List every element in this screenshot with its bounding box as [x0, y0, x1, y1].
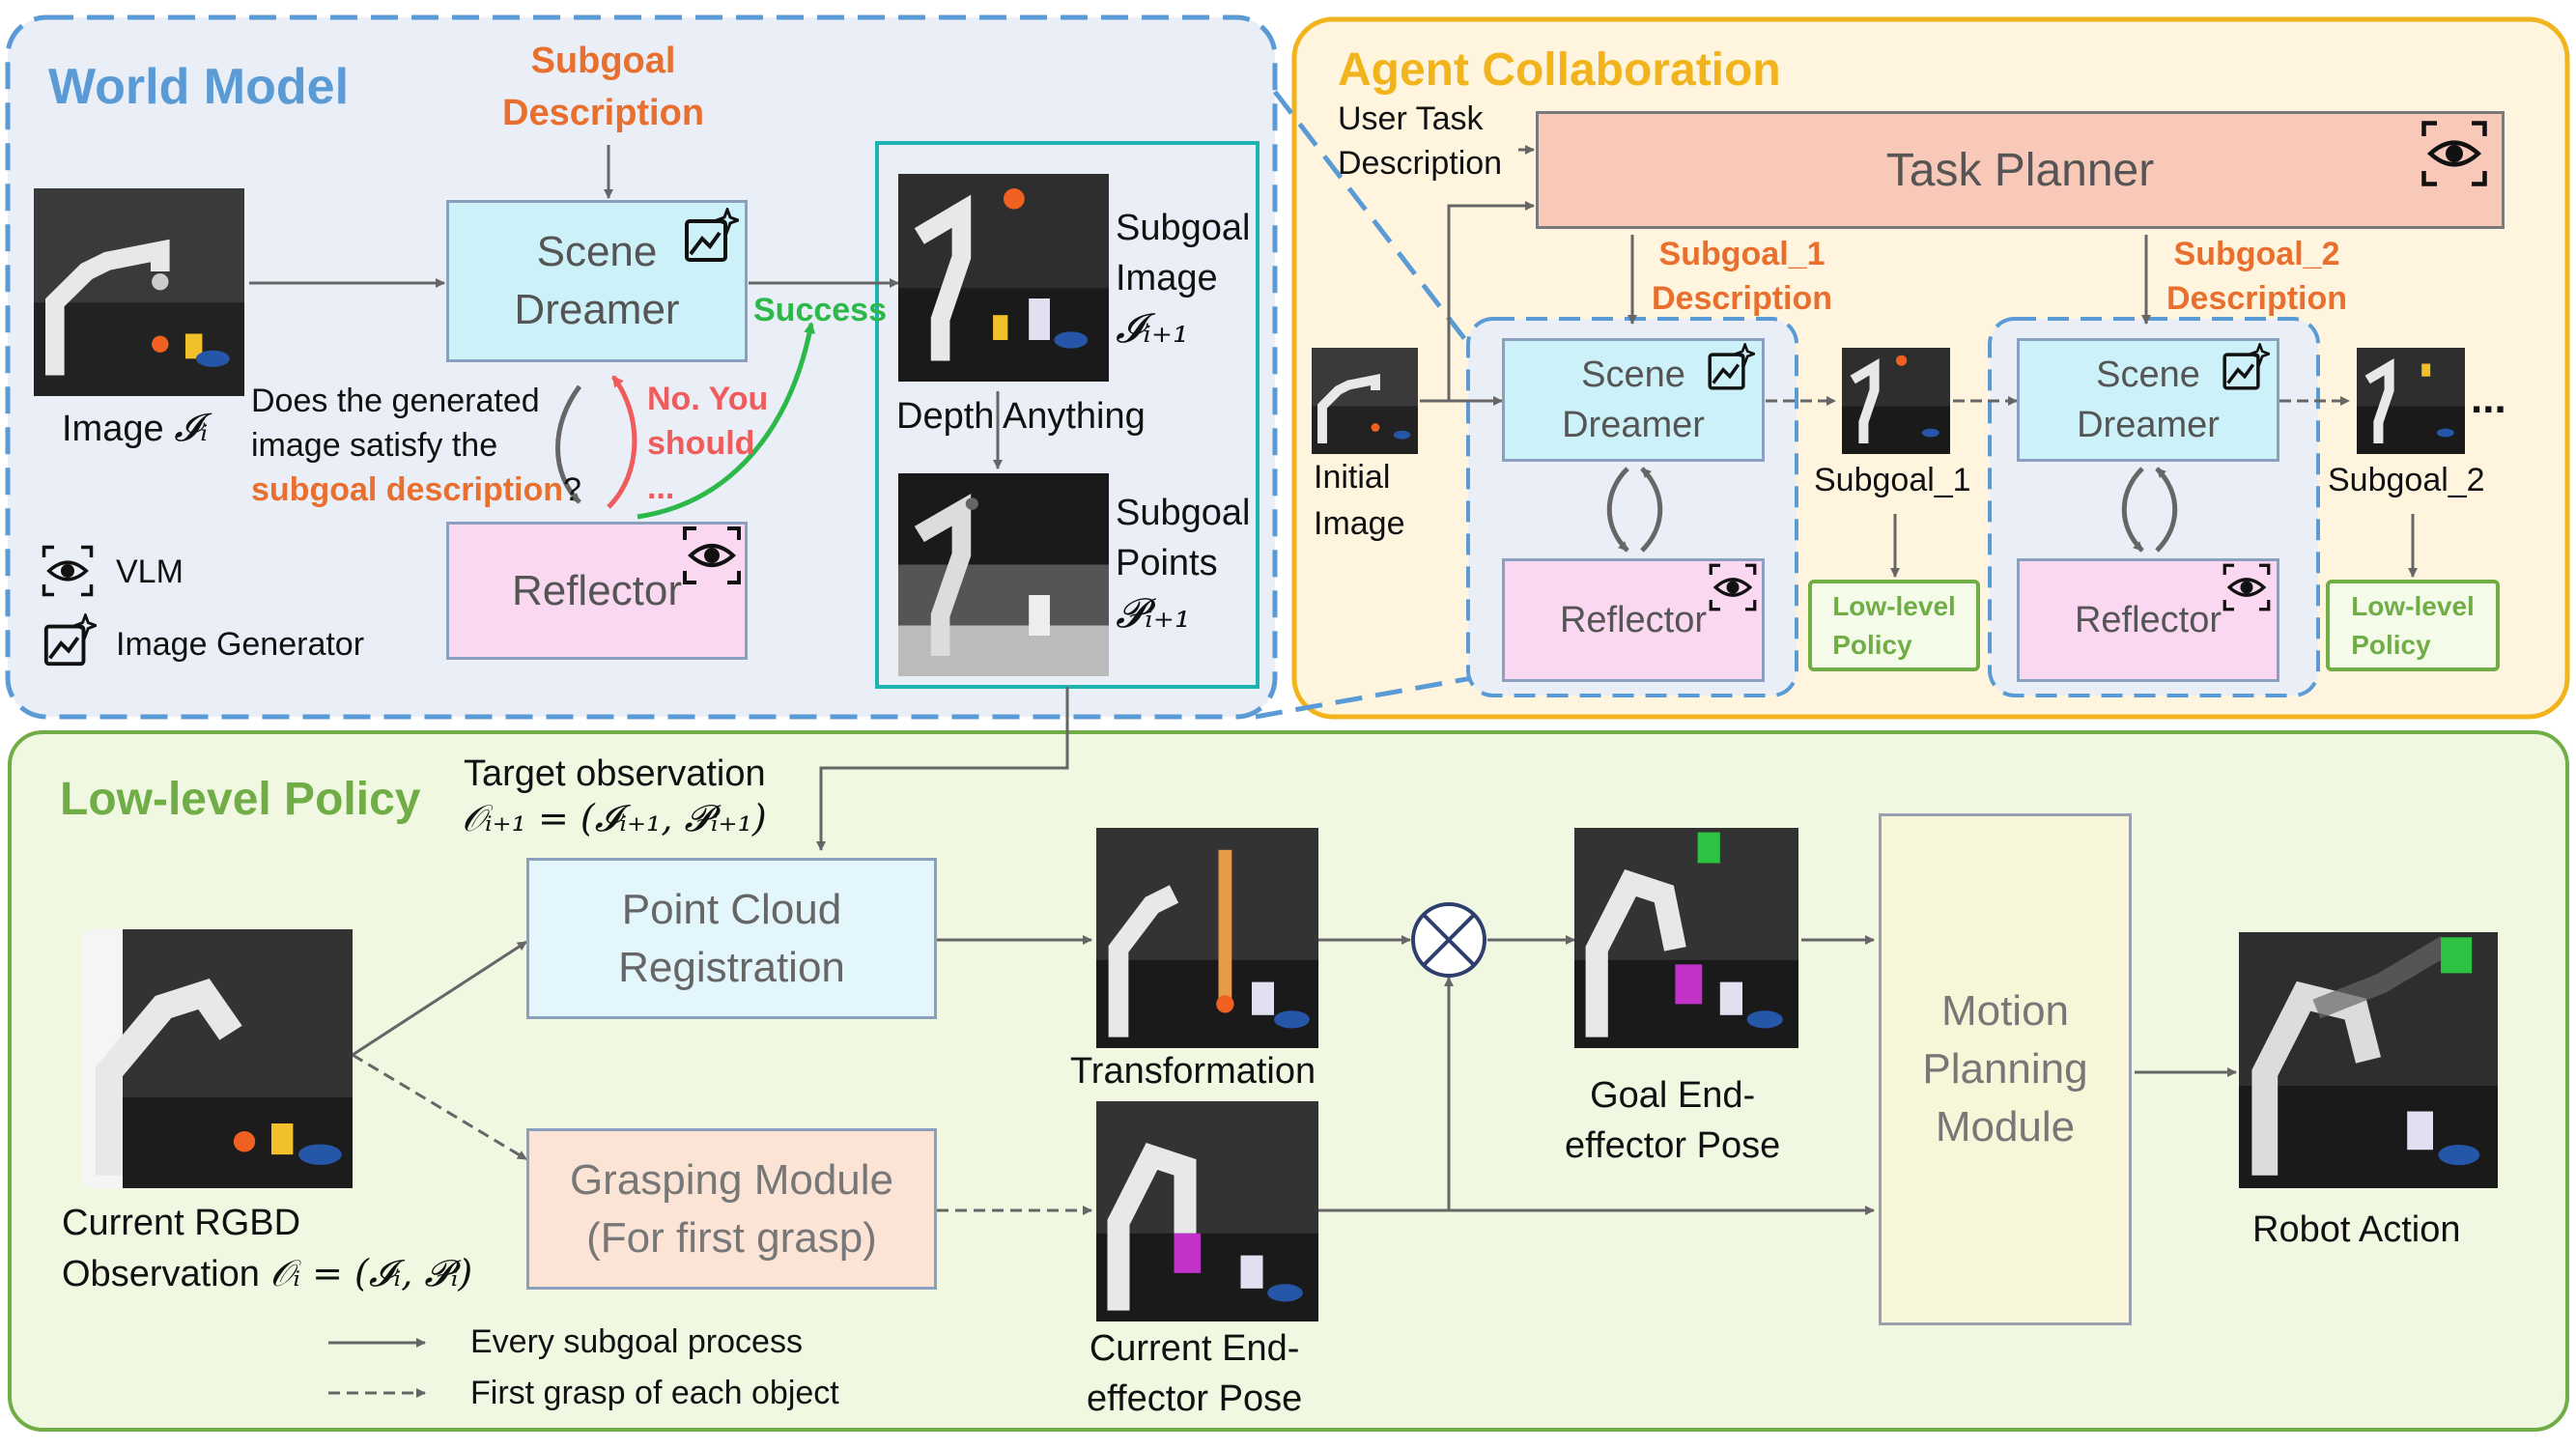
small-reflector-1: Reflector — [1502, 558, 1765, 682]
current-end-effector-photo — [1096, 1101, 1318, 1321]
subgoal-1-label: Subgoal_1 — [1814, 462, 1971, 498]
small-reflector-2: Reflector — [2017, 558, 2279, 682]
image-i-text: Image — [62, 409, 164, 449]
small-reflector-2-label: Reflector — [2074, 599, 2222, 640]
multiply-operator-icon — [1411, 902, 1486, 978]
image-i-label: Image 𝓘ᵢ — [62, 406, 208, 450]
motion-planning-box: Motion Planning Module — [1879, 813, 2132, 1325]
depth-anything-label: Depth Anything — [896, 396, 1146, 437]
reflector-label: Reflector — [511, 566, 683, 614]
low-level-policy-box-2: Low-level Policy — [2326, 580, 2500, 671]
point-cloud-label: Point Cloud Registration — [618, 885, 845, 991]
grasping-module-box: Grasping Module (For first grasp) — [526, 1128, 937, 1290]
low-level-policy-box-1: Low-level Policy — [1808, 580, 1980, 671]
subgoal-1-photo — [1842, 348, 1950, 454]
subgoal-points-symbol: 𝓟ᵢ₊₁ — [1116, 589, 1191, 637]
question-part1: Does the generated image satisfy the — [251, 383, 540, 464]
subgoal-2-label: Subgoal_2 — [2328, 462, 2485, 498]
legend-vlm-label: VLM — [116, 554, 184, 590]
current-rgbd-label: Current RGBD Observation 𝒪ᵢ = (𝓘ᵢ, 𝓟ᵢ) — [62, 1198, 472, 1299]
subgoal-image-text: Subgoal Image — [1116, 208, 1251, 298]
agent-collaboration-title: Agent Collaboration — [1338, 44, 1781, 96]
legend-image-generator-label: Image Generator — [116, 626, 365, 663]
reflector-box: Reflector — [446, 522, 748, 660]
target-observation-formula: 𝒪ᵢ₊₁ = (𝓘ᵢ₊₁, 𝓟ᵢ₊₁) — [462, 797, 767, 839]
subgoal-points-text: Subgoal Points — [1116, 493, 1251, 583]
subgoal-image-label: Subgoal Image 𝓘ᵢ₊₁ — [1116, 203, 1250, 355]
legend-image-generator-icon — [41, 611, 100, 669]
current-rgbd-text: Current RGBD — [62, 1203, 301, 1243]
small-eye-icon-2 — [2222, 562, 2272, 612]
scene-dreamer-label: Scene Dreamer — [514, 228, 680, 333]
goal-end-effector-photo — [1574, 828, 1798, 1048]
subgoal-image-symbol: 𝓘ᵢ₊₁ — [1116, 304, 1189, 352]
task-planner-label: Task Planner — [1885, 144, 2155, 196]
current-rgbd-photo — [82, 929, 353, 1188]
robot-action-photo — [2239, 932, 2498, 1188]
small-reflector-1-label: Reflector — [1559, 599, 1708, 640]
small-scene-dreamer-2-label: Scene Dreamer — [2077, 355, 2220, 445]
small-image-generator-icon-2 — [2220, 341, 2273, 393]
user-task-label: User Task Description — [1338, 100, 1503, 182]
subgoal-1-description: Subgoal_1 Description — [1652, 236, 1833, 317]
small-scene-dreamer-1-label: Scene Dreamer — [1562, 355, 1705, 445]
robot-action-label: Robot Action — [2252, 1209, 2461, 1250]
legend-solid-label: Every subgoal process — [470, 1323, 803, 1360]
subgoal-points-label: Subgoal Points 𝓟ᵢ₊₁ — [1116, 488, 1250, 640]
subgoal-2-photo — [2357, 348, 2465, 454]
low-level-policy-label-2: Low-level Policy — [2351, 590, 2475, 660]
task-planner-box: Task Planner — [1536, 111, 2505, 229]
subgoal-image-photo — [898, 174, 1109, 382]
small-eye-icon-1 — [1708, 562, 1758, 612]
legend-eye-icon — [41, 544, 95, 598]
point-cloud-registration-box: Point Cloud Registration — [526, 858, 937, 1019]
observation-text: Observation — [62, 1254, 260, 1294]
image-generator-icon — [681, 205, 743, 266]
initial-image-photo — [1312, 348, 1418, 454]
question-part2: subgoal description — [251, 471, 564, 508]
no-feedback-label: No. You should ... — [647, 381, 769, 506]
small-image-generator-icon-1 — [1705, 341, 1758, 393]
question-end: ? — [563, 471, 581, 508]
observation-formula: 𝒪ᵢ = (𝓘ᵢ, 𝓟ᵢ) — [269, 1252, 473, 1294]
low-level-policy-label-1: Low-level Policy — [1832, 590, 1956, 660]
eye-icon — [681, 525, 743, 586]
subgoal-2-description: Subgoal_2 Description — [2166, 236, 2348, 317]
legend-dashed-label: First grasp of each object — [470, 1375, 839, 1411]
motion-planning-label: Motion Planning Module — [1922, 987, 2088, 1151]
transformation-label: Transformation — [1070, 1051, 1316, 1092]
success-label: Success — [753, 292, 887, 328]
low-level-policy-title: Low-level Policy — [60, 774, 421, 825]
subgoal-points-photo — [898, 473, 1109, 676]
subgoal-description-label: Subgoal Description — [502, 41, 705, 133]
scene-dreamer-box: Scene Dreamer — [446, 200, 748, 362]
reflection-question: Does the generated image satisfy the sub… — [251, 379, 581, 512]
ellipsis-label: ... — [2471, 375, 2506, 422]
transformation-photo — [1096, 828, 1318, 1048]
initial-image-label: Initial Image — [1314, 459, 1405, 542]
image-i-symbol: 𝓘ᵢ — [174, 406, 209, 450]
small-scene-dreamer-2: Scene Dreamer — [2017, 338, 2279, 462]
goal-pose-label: Goal End- effector Pose — [1565, 1075, 1781, 1166]
grasping-label: Grasping Module (For first grasp) — [569, 1155, 894, 1262]
target-observation-label: Target observation — [464, 753, 766, 794]
image-i-photo — [34, 188, 244, 396]
world-model-title: World Model — [48, 59, 350, 115]
current-pose-label: Current End- effector Pose — [1087, 1328, 1303, 1419]
small-scene-dreamer-1: Scene Dreamer — [1502, 338, 1765, 462]
task-planner-eye-icon — [2420, 119, 2489, 188]
